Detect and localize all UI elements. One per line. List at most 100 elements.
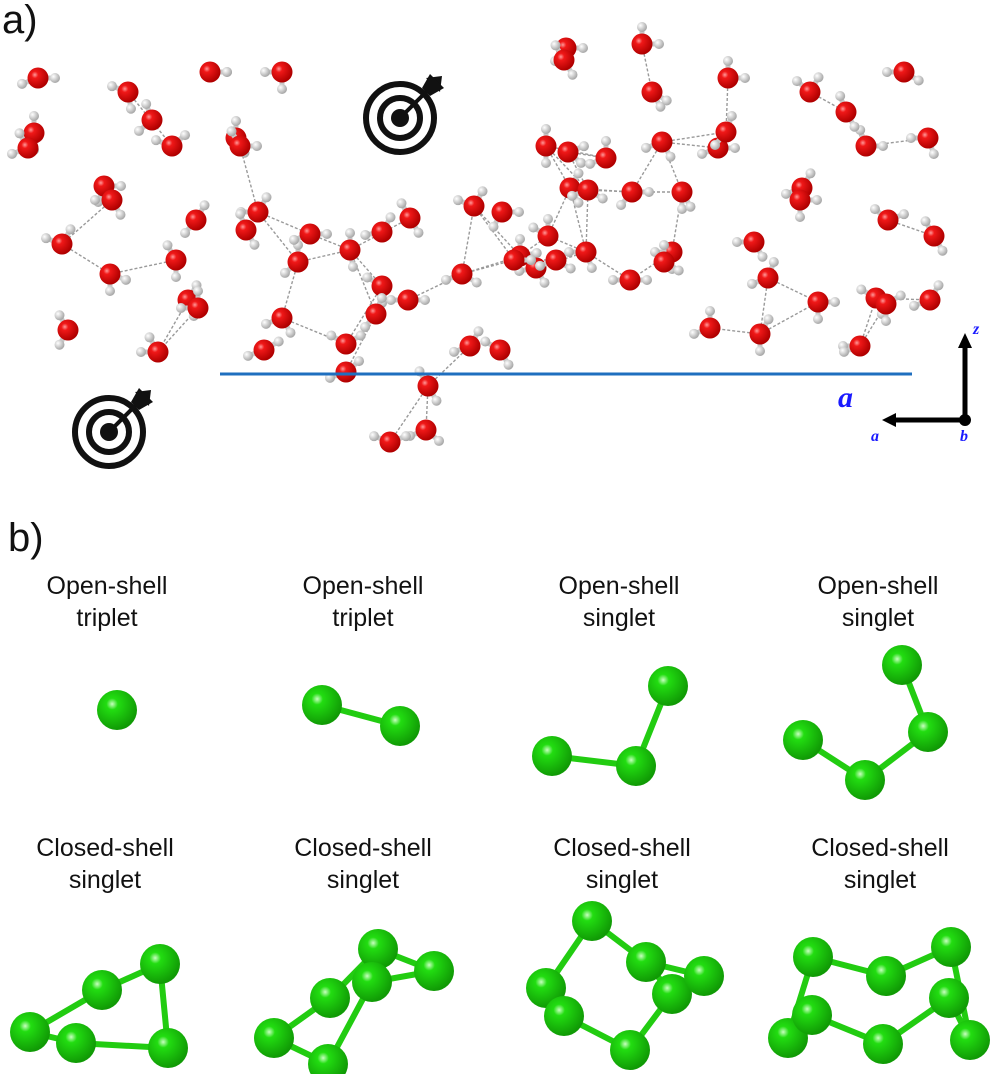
hydrogen-atom: [386, 295, 396, 305]
caption-line1: Open-shell: [558, 572, 680, 600]
water-molecule: [41, 224, 76, 255]
hydrogen-atom: [685, 201, 696, 212]
oxygen-atom: [451, 263, 473, 285]
hydrogen-atom: [449, 346, 460, 357]
hydrogen-atom: [813, 72, 824, 83]
oxygen-atom: [575, 241, 597, 263]
caption-line1: Closed-shell: [811, 834, 949, 862]
z-arrowhead-icon: [958, 333, 972, 348]
hydrogen-bond: [547, 187, 571, 237]
oxygen-atom: [619, 269, 641, 291]
water-molecule: [909, 280, 944, 311]
oxygen-atom: [463, 195, 485, 217]
target-ring-outer: [363, 81, 437, 155]
oxygen-atom: [415, 419, 437, 441]
water-molecule: [641, 131, 676, 162]
hydrogen-atom: [573, 197, 584, 208]
oxygen-atom: [537, 225, 559, 247]
hydrogen-bond: [473, 205, 515, 261]
hydrogen-atom: [812, 195, 822, 205]
hydrogen-atom: [400, 431, 411, 442]
water-molecule: [920, 216, 948, 256]
water-molecule: [585, 136, 617, 169]
water-molecule: [90, 189, 126, 220]
water-molecule: [17, 67, 60, 89]
oxygen-atom: [235, 219, 257, 241]
lattice-vector-label: a: [838, 381, 853, 414]
hydrogen-atom: [654, 39, 664, 49]
hydrogen-atom: [791, 76, 802, 87]
caption-line2: singlet: [326, 866, 400, 894]
atom: [882, 645, 922, 685]
oxygen-atom: [919, 289, 941, 311]
cluster-3: [532, 666, 688, 786]
hydrogen-atom: [273, 336, 284, 347]
cluster-caption-1: Open-shell triplet: [0, 570, 227, 634]
hydrogen-bond: [569, 187, 587, 253]
hydrogen-atom: [488, 221, 499, 232]
water-molecule: [855, 125, 888, 157]
water-molecule: [289, 223, 332, 245]
oxygen-atom: [247, 201, 269, 223]
hydrogen-atom: [895, 290, 906, 301]
water-molecule: [503, 249, 536, 271]
hydrogen-atom: [677, 204, 687, 214]
atom: [254, 1018, 294, 1058]
atom: [652, 974, 692, 1014]
atom: [352, 962, 392, 1002]
water-molecule: [180, 200, 210, 239]
oxygen-atom: [893, 61, 915, 83]
hydrogen-atom: [326, 330, 337, 341]
hydrogen-atom: [573, 168, 584, 179]
hydrogen-atom: [586, 262, 597, 273]
hydrogen-atom: [115, 209, 126, 220]
oxygen-atom: [491, 201, 513, 223]
hydrogen-atom: [480, 336, 491, 347]
cluster-5: [10, 944, 188, 1068]
hydrogen-atom: [360, 229, 371, 240]
hydrogen-atom: [730, 143, 740, 153]
hydrogen-atom: [830, 297, 840, 307]
water-molecule: [261, 307, 296, 338]
water-molecule: [480, 336, 514, 370]
hydrogen-atom: [644, 187, 654, 197]
hydrogen-atom: [133, 125, 144, 136]
hydrogen-atom: [107, 81, 118, 92]
water-molecule: [791, 72, 824, 103]
hydrogen-atom: [355, 330, 366, 341]
hydrogen-atom: [514, 207, 524, 217]
atom: [308, 1044, 348, 1074]
oxygen-atom: [271, 61, 293, 83]
atom: [626, 942, 666, 982]
oxygen-atom: [371, 221, 393, 243]
oxygen-atom: [117, 81, 139, 103]
water-molecule: [54, 310, 79, 350]
caption-line1: Closed-shell: [36, 834, 174, 862]
hydrogen-atom: [813, 314, 823, 324]
caption-line2: singlet: [841, 604, 915, 632]
hydrogen-atom: [144, 332, 155, 343]
hydrogen-atom: [360, 322, 371, 333]
hydrogen-atom: [162, 240, 173, 251]
water-molecule: [325, 356, 365, 383]
hydrogen-atom: [41, 233, 52, 244]
oxygen-atom: [335, 333, 357, 355]
oxygen-atom: [459, 335, 481, 357]
hydrogen-atom: [120, 274, 131, 285]
cluster-caption-6: Closed-shell singlet: [243, 832, 483, 896]
cluster-structures: [10, 645, 990, 1074]
oxygen-atom: [57, 319, 79, 341]
water-molecule: [133, 99, 163, 136]
atom: [793, 937, 833, 977]
water-molecule: [326, 330, 366, 355]
hydrogen-atom: [222, 67, 232, 77]
hydrogen-bond: [61, 199, 113, 245]
atom: [140, 944, 180, 984]
oxygen-atom: [835, 101, 857, 123]
oxygen-atom: [339, 239, 361, 261]
water-molecule: [535, 249, 576, 274]
water-molecule: [7, 128, 39, 159]
hydrogen-atom: [913, 75, 924, 86]
hydrogen-atom: [347, 261, 358, 272]
hydrogen-atom: [882, 67, 892, 77]
